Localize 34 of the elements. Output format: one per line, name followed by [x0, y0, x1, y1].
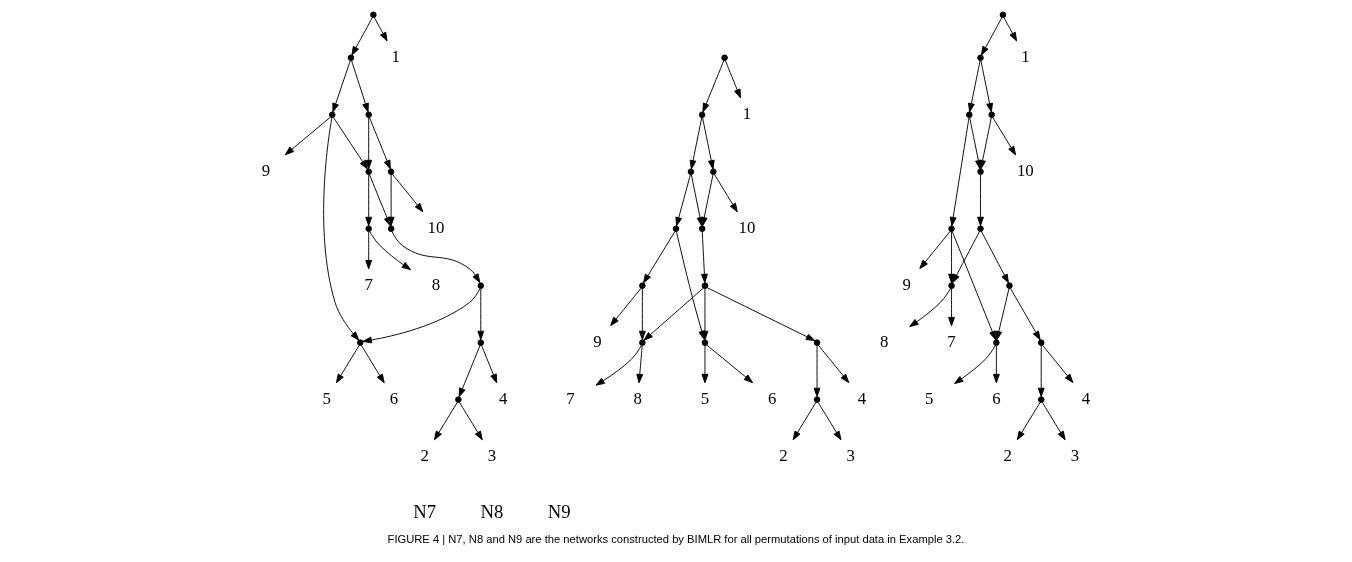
node-text: 5 [322, 388, 331, 408]
node-text: 2 [1003, 445, 1012, 465]
node-text: 8 [633, 388, 642, 408]
node-text: 3 [1070, 445, 1080, 465]
node-text: 6 [992, 388, 1001, 408]
node-text: 10 [427, 217, 445, 237]
node-text: 7 [364, 274, 373, 294]
label: N9 [547, 501, 571, 523]
node-text: 1 [742, 103, 752, 123]
node-text: 5 [924, 388, 934, 408]
node-text: 10 [1016, 160, 1034, 180]
node-text: 9 [902, 274, 911, 294]
caption: FIGURE 4 | N7, N8 and N9 are the networks constructed by BIMLR for all permutations of input data in Example 3.2. [387, 533, 965, 546]
node-text: 6 [389, 388, 399, 408]
node-text: 4 [1081, 388, 1091, 408]
node-text: 10 [738, 217, 756, 237]
node-text: 1 [1021, 46, 1030, 66]
node-text: 8 [880, 331, 889, 351]
node-text: 8 [431, 274, 441, 294]
node-text: 3 [846, 445, 855, 465]
node-text: 2 [420, 445, 429, 465]
node-text: 7 [947, 331, 956, 351]
label: N7 [413, 501, 437, 523]
node-text: 4 [499, 388, 508, 408]
node-text: 1 [391, 46, 400, 66]
node-text: 9 [261, 160, 271, 180]
label: N8 [480, 501, 504, 523]
node-text: 5 [700, 388, 710, 408]
node-text: 3 [487, 445, 497, 465]
node-text: 6 [768, 388, 777, 408]
node-text: 9 [593, 331, 602, 351]
node-text: 4 [857, 388, 867, 408]
node-text: 7 [566, 388, 575, 408]
node-text: 2 [779, 445, 788, 465]
